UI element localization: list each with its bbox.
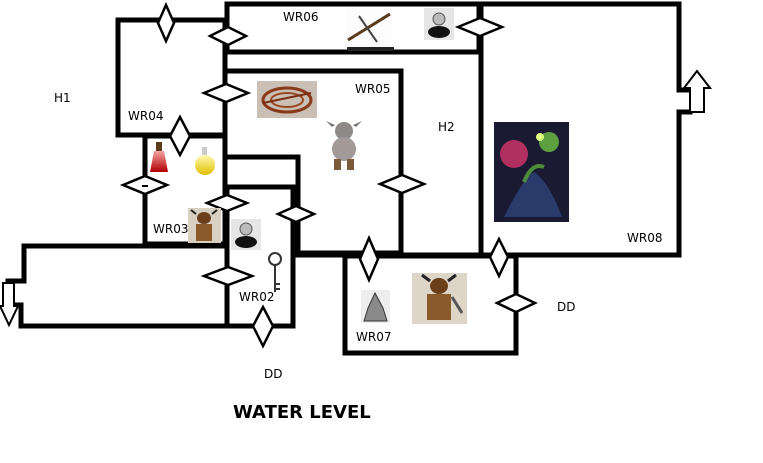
door-diamond[interactable] bbox=[358, 234, 380, 284]
walls bbox=[5, 1, 693, 356]
door-diamond[interactable] bbox=[274, 204, 318, 224]
door-diamond[interactable] bbox=[200, 82, 252, 104]
room-label-wr07: WR07 bbox=[356, 330, 391, 344]
room-label-wr05: WR05 bbox=[355, 82, 390, 96]
minotaur-icon bbox=[412, 273, 467, 324]
door-diamond[interactable] bbox=[376, 173, 428, 195]
rope-icon bbox=[257, 81, 317, 118]
door-diamond[interactable] bbox=[207, 25, 249, 47]
area-label-h1: H1 bbox=[54, 91, 71, 105]
door-diamond[interactable] bbox=[200, 265, 256, 287]
door-diamond[interactable] bbox=[251, 304, 275, 349]
exit-arrow-east[interactable] bbox=[681, 69, 713, 113]
area-label-h2: H2 bbox=[438, 120, 455, 134]
door-diamond[interactable] bbox=[454, 16, 506, 38]
door-diamond[interactable] bbox=[488, 236, 510, 279]
key-icon bbox=[268, 252, 282, 292]
monster-plant-icon bbox=[494, 122, 569, 222]
cauldron-icon bbox=[424, 8, 454, 40]
corridor-west-walls bbox=[5, 302, 230, 329]
room-label-wr03: WR03 bbox=[153, 222, 188, 236]
door-diamond[interactable] bbox=[156, 1, 176, 45]
doors bbox=[119, 1, 538, 349]
dd-label-south: DD bbox=[264, 367, 282, 381]
minotaur-icon bbox=[188, 208, 221, 243]
exit-arrow-west[interactable] bbox=[0, 282, 20, 328]
door-diamond[interactable] bbox=[494, 292, 538, 314]
yellow-potion-icon bbox=[195, 147, 215, 175]
crystal-icon bbox=[361, 290, 390, 323]
room-wr05-walls bbox=[224, 68, 404, 256]
crossbow-icon bbox=[345, 7, 394, 51]
room-wr08-walls bbox=[476, 1, 682, 93]
red-potion-icon bbox=[150, 142, 168, 172]
room-wr08-walls bbox=[479, 109, 682, 258]
room-label-wr04: WR04 bbox=[128, 109, 163, 123]
cauldron-icon bbox=[231, 219, 261, 250]
room-label-wr06: WR06 bbox=[283, 10, 318, 24]
door-diamond[interactable] bbox=[168, 114, 192, 158]
corridor-west-walls bbox=[5, 243, 230, 284]
room-label-wr02: WR02 bbox=[239, 290, 274, 304]
dd-label-east: DD bbox=[557, 300, 575, 314]
map-title: WATER LEVEL bbox=[233, 402, 371, 423]
goblin-icon bbox=[326, 121, 362, 170]
room-label-wr08: WR08 bbox=[627, 231, 662, 245]
